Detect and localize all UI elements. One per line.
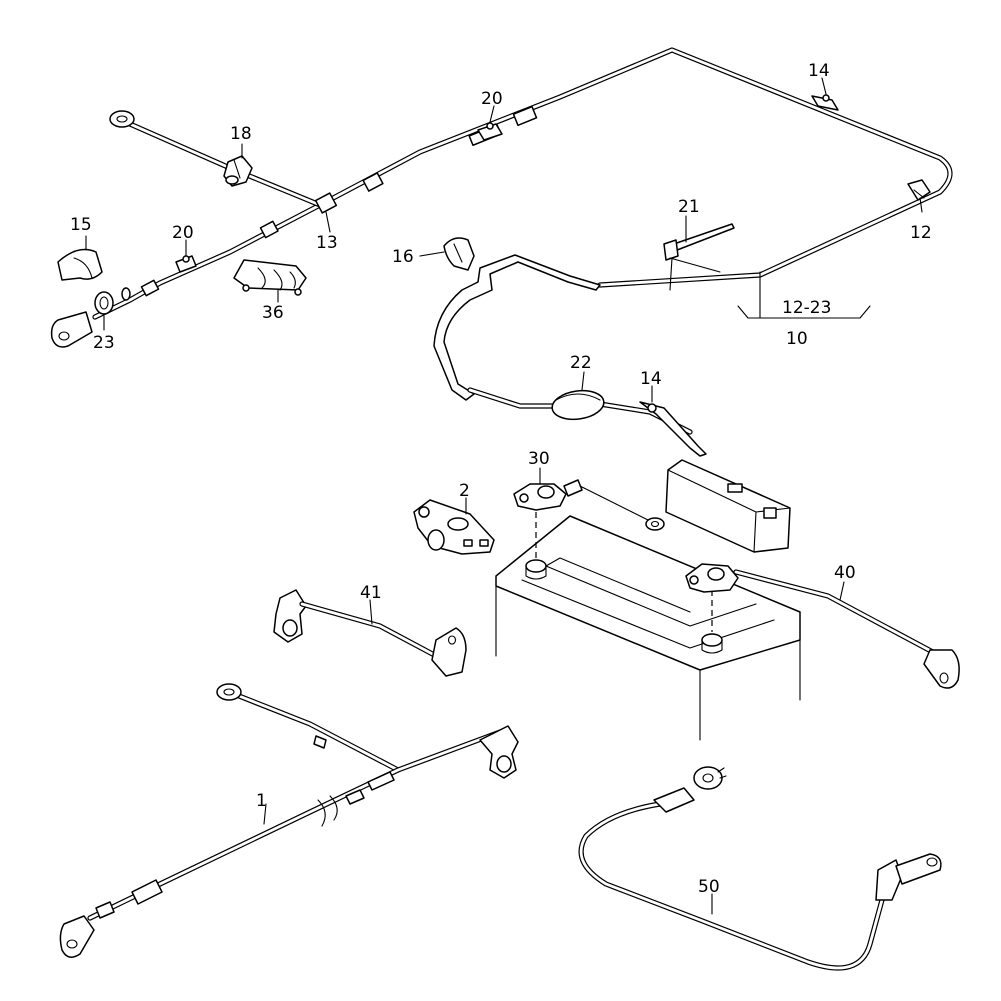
part-20-clip-top: [477, 122, 503, 141]
part-14-clip-top: [811, 94, 839, 111]
part-41-ground-strap: [273, 589, 467, 677]
callout-30: 30: [528, 449, 550, 469]
callout-14-mid: 14: [640, 369, 662, 389]
callout-1: 1: [256, 791, 267, 811]
callout-20-top: 20: [481, 89, 503, 109]
part-23-grommet: [94, 287, 131, 315]
callout-20-left: 20: [172, 223, 194, 243]
leader-lines: [85, 77, 923, 915]
callout-15: 15: [70, 215, 92, 235]
callout-12-23: 12-23: [782, 298, 831, 318]
callout-13: 13: [316, 233, 338, 253]
callout-22: 22: [570, 353, 592, 373]
part-13-upper-harness: [92, 47, 953, 320]
callout-21: 21: [678, 197, 700, 217]
part-30-positive-terminal: [513, 479, 665, 531]
callout-12: 12: [910, 223, 932, 243]
battery: [495, 512, 801, 741]
group-bracket: [737, 271, 871, 319]
part-21-cable-tie: [663, 223, 735, 291]
callout-50: 50: [698, 877, 720, 897]
part-2-terminal: [413, 499, 495, 555]
callout-10: 10: [786, 329, 808, 349]
part-18-clip: [223, 155, 253, 187]
callout-labels: 1 2 10 12 12-23 13 14 14 15 16 18 20 20 …: [70, 61, 932, 897]
part-40-negative-cable: [685, 563, 960, 689]
callout-40: 40: [834, 563, 856, 583]
part-15-cover: [57, 248, 103, 281]
left-ring-terminal: [50, 311, 93, 348]
part-22-harness-section: [433, 254, 707, 457]
part-36-holder: [233, 259, 307, 296]
part-16-clip: [443, 237, 475, 271]
callout-41: 41: [360, 583, 382, 603]
part-50-ground-cable: [578, 766, 942, 971]
callout-16: 16: [392, 247, 414, 267]
callout-18: 18: [230, 124, 252, 144]
upper-eyelet-terminal: [109, 110, 135, 128]
callout-2: 2: [459, 481, 470, 501]
part-12-clip: [907, 179, 931, 201]
callout-14-top: 14: [808, 61, 830, 81]
part-1-lower-harness: [59, 683, 519, 958]
part-20-clip-left: [175, 255, 197, 273]
callout-23: 23: [93, 333, 115, 353]
fuse-box-module: [665, 459, 791, 553]
callout-36: 36: [262, 303, 284, 323]
